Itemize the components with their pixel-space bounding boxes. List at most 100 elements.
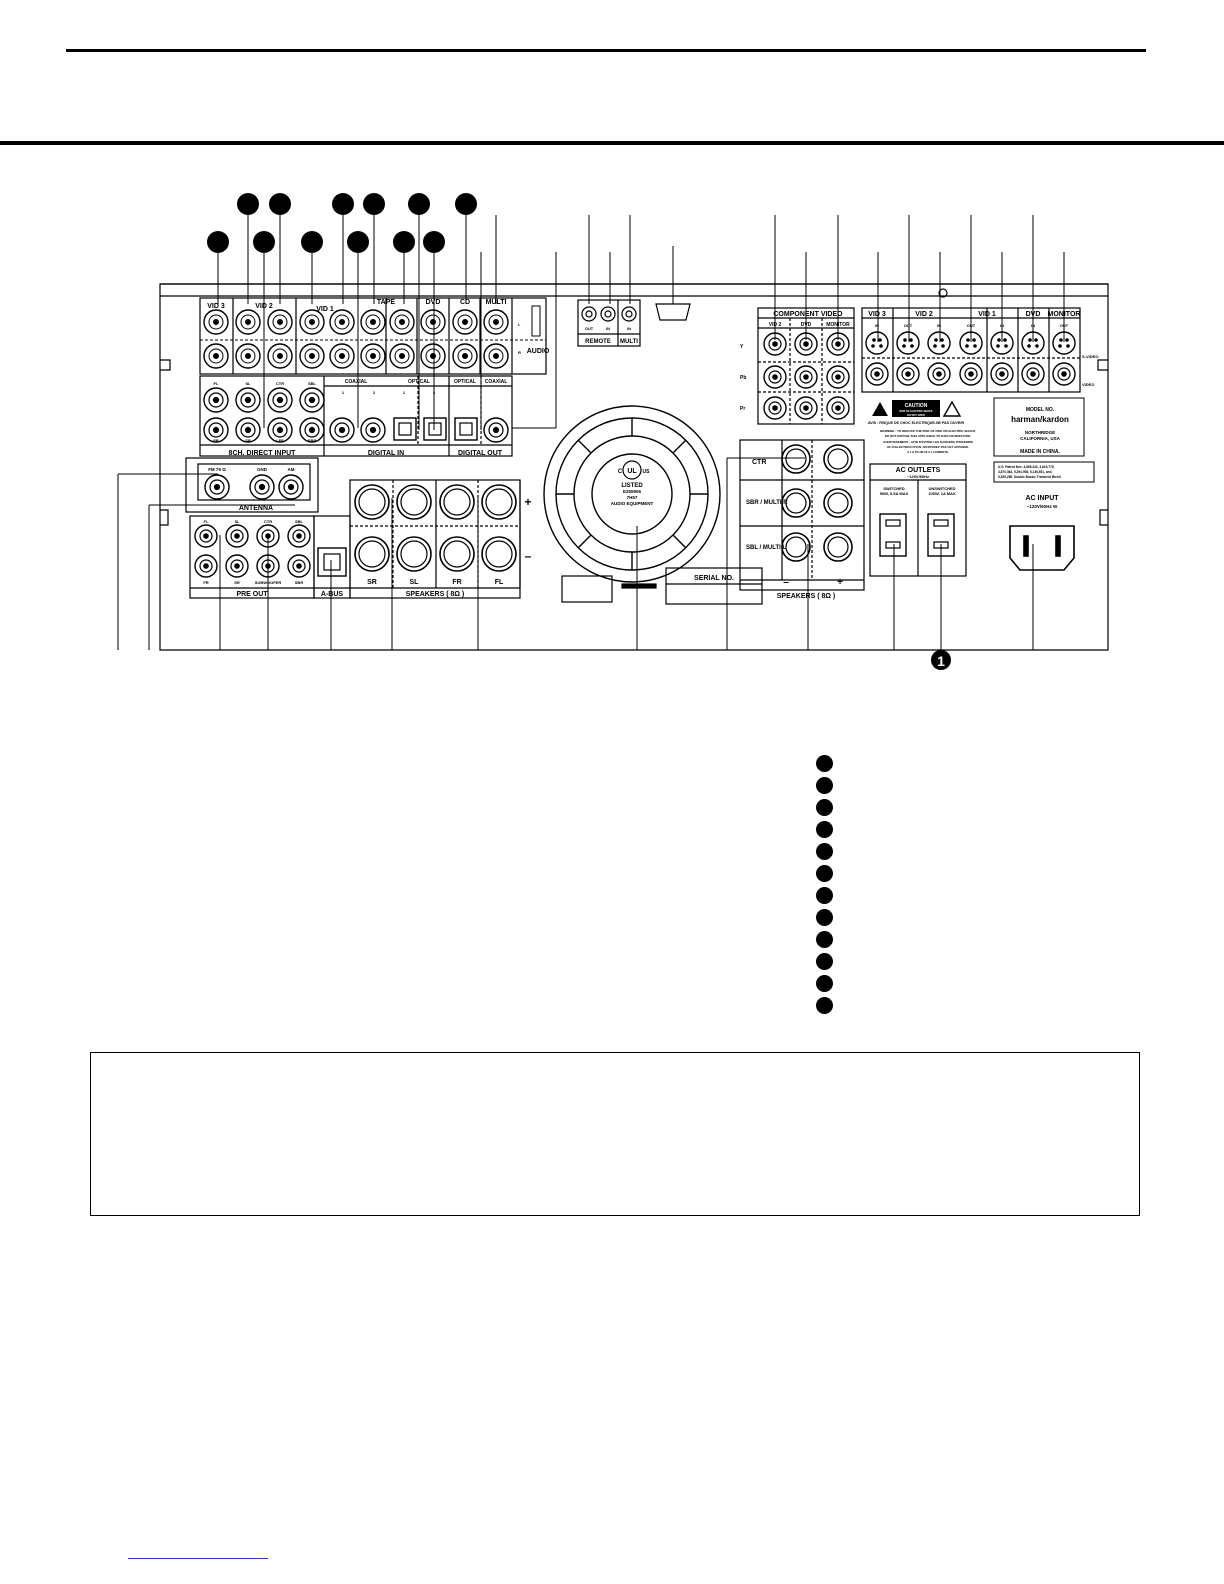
- model-state: CALIFORNIA, USA: [1020, 436, 1060, 441]
- caution-w1: WARNING : TO REDUCE THE RISK OF FIRE OR …: [880, 429, 976, 433]
- label-digital-in: DIGITAL IN: [368, 450, 404, 457]
- label-sv-dvd: DVD: [1026, 311, 1041, 318]
- label-serial-no: SERIAL NO.: [694, 575, 734, 582]
- label-di-lfe: LFE: [276, 438, 284, 443]
- label-remote-in: IN: [606, 326, 610, 331]
- rear-panel-diagram: 1 VID 3 VID 2 VID 1 TAPE DVD CD MULTI L …: [117, 193, 1109, 670]
- label-vid1: VID 1: [316, 306, 334, 313]
- label-remote: REMOTE: [585, 339, 611, 345]
- caution-block: CAUTION RISK OF ELECTRIC SHOCK DO NOT OP…: [868, 400, 976, 454]
- footer-link-underline[interactable]: [128, 1558, 268, 1559]
- model-block: MODEL NO. harman/kardon NORTHRIDGE CALIF…: [993, 397, 1085, 457]
- caution-sub1: RISK OF ELECTRIC SHOCK: [899, 410, 932, 413]
- patent-line2: 4,870,364, 5,294,908, 5,136,651, and: [998, 470, 1052, 474]
- legend-bullet-icon: [816, 754, 833, 772]
- label-spk-ctr: CTR: [752, 459, 766, 466]
- legend-bullet-icon: [816, 776, 833, 794]
- legend-bullet-icon: [816, 974, 833, 992]
- label-audio: AUDIO: [527, 348, 550, 355]
- label-sv-sub: IN: [875, 323, 879, 328]
- cooling-fan: [543, 405, 721, 583]
- label-ac-outlets-sub: ~120V/60Hz: [907, 474, 929, 479]
- label-cv-vid2: VID 2: [769, 322, 782, 328]
- direct-and-digital-group: [199, 375, 513, 457]
- label-di-fr: FR: [213, 438, 218, 443]
- callout-bubbles: [207, 193, 951, 670]
- caution-avis: AVIS : RISQUE DE CHOC ELECTRIQUE-NE PAS …: [868, 421, 965, 425]
- label-pre-out: PRE OUT: [236, 591, 268, 598]
- label-po-sl: SL: [234, 519, 240, 524]
- label-sv-vid1: VID 1: [978, 311, 996, 318]
- label-spk-sbl: SBL / MULTI L: [746, 545, 786, 551]
- label-am: AM: [288, 467, 295, 472]
- ac-outlets-group: [869, 463, 967, 577]
- legend-item: [816, 752, 1176, 774]
- legend-item: [816, 972, 1176, 994]
- label-multi-in: IN: [627, 326, 631, 331]
- label-fm: FM 75 Ω: [208, 467, 226, 472]
- speakers-left-group: [349, 479, 521, 599]
- legend-item: [816, 796, 1176, 818]
- remote-group: [577, 299, 691, 347]
- label-spk-fl: FL: [495, 579, 504, 586]
- label-spkr-plus: +: [837, 577, 843, 588]
- model-origin: MADE IN CHINA.: [1020, 449, 1060, 455]
- label-din-2: 2: [373, 390, 376, 395]
- ul-e: E255906: [623, 489, 642, 494]
- label-l: L: [518, 322, 521, 327]
- label-antenna: ANTENNA: [239, 505, 273, 512]
- legend-item: [816, 818, 1176, 840]
- model-no: MODEL NO.: [1026, 407, 1055, 413]
- callout-number-1: 1: [937, 653, 945, 669]
- label-gnd: GND: [257, 467, 268, 472]
- serial-block: [561, 567, 763, 605]
- label-sv-sub: OUT: [967, 323, 976, 328]
- caution-w3: AVERTISSEMENT : AFIN D'EVITER LES DANGER…: [883, 440, 973, 444]
- label-sv-sub: IN: [937, 323, 941, 328]
- label-cv-dvd: DVD: [801, 322, 812, 328]
- label-8ch-direct-input: 8CH. DIRECT INPUT: [229, 450, 297, 457]
- label-ac-input-rating: ~120V/60Hz W: [1027, 504, 1058, 509]
- svideo-group: [861, 307, 1081, 393]
- speakers-right-group: [739, 439, 865, 591]
- pre-out-group: [189, 515, 351, 599]
- legend-bullet-icon: [816, 820, 833, 838]
- ac-input-group: [1009, 525, 1075, 571]
- direct-digital-labels: 8CH. DIRECT INPUT FL SL CTR SBL FR SR LF…: [213, 379, 507, 457]
- label-vid3: VID 3: [207, 303, 225, 310]
- legend-bullet-icon: [816, 930, 833, 948]
- label-dvd: DVD: [426, 299, 441, 306]
- label-din-optical: OPTICAL: [408, 379, 430, 385]
- legend-item: [816, 906, 1176, 928]
- ul-logo: UL: [627, 468, 637, 475]
- label-r: R: [518, 350, 521, 355]
- caution-sub2: DO NOT OPEN: [907, 414, 925, 417]
- ul-listed: LISTED: [621, 483, 643, 489]
- legend-bullet-icon: [816, 798, 833, 816]
- brand-logo: harman/kardon: [1011, 415, 1069, 424]
- label-remote-multi: MULTI: [620, 339, 638, 345]
- label-dout-coaxial: COAXIAL: [485, 379, 508, 385]
- label-spk-sbr: SBR / MULTI R: [746, 500, 788, 506]
- label-sv-sub: OUT: [904, 323, 913, 328]
- caution-w4: OU D'ELECTROCUTION, N'EXPOSEZ PAS CET AP…: [887, 445, 969, 449]
- label-component-video: COMPONENT VIDEO: [773, 311, 843, 318]
- label-din-opt-1: 1: [403, 390, 406, 395]
- legend-bullet-icon: [816, 842, 833, 860]
- label-spk-sr: SR: [367, 579, 377, 586]
- patent-line1: U.S. Patent Nos. 4,866,342, 4,819,779,: [998, 465, 1055, 469]
- callout-leaders-top: [217, 213, 1065, 430]
- label-multi: MULTI: [486, 299, 507, 306]
- legend-bullet-icon: [816, 952, 833, 970]
- audio-inputs-group: VID 3 VID 2 VID 1 TAPE DVD CD MULTI L R …: [199, 297, 550, 375]
- label-po-fr: FR: [203, 580, 208, 585]
- label-speakers-left: SPEAKERS ( 8Ω ): [406, 591, 465, 598]
- callout-legend: [816, 752, 1176, 1016]
- label-tape: TAPE: [377, 299, 395, 306]
- label-switched: SWITCHED: [883, 486, 904, 491]
- label-sv-sub: OUT: [1060, 323, 1069, 328]
- patent-block: U.S. Patent Nos. 4,866,342, 4,819,779, 4…: [993, 461, 1095, 483]
- label-spk-fr: FR: [452, 579, 461, 586]
- label-po-ctr: CTR: [264, 519, 272, 524]
- label-po-sbl: SBL: [295, 519, 304, 524]
